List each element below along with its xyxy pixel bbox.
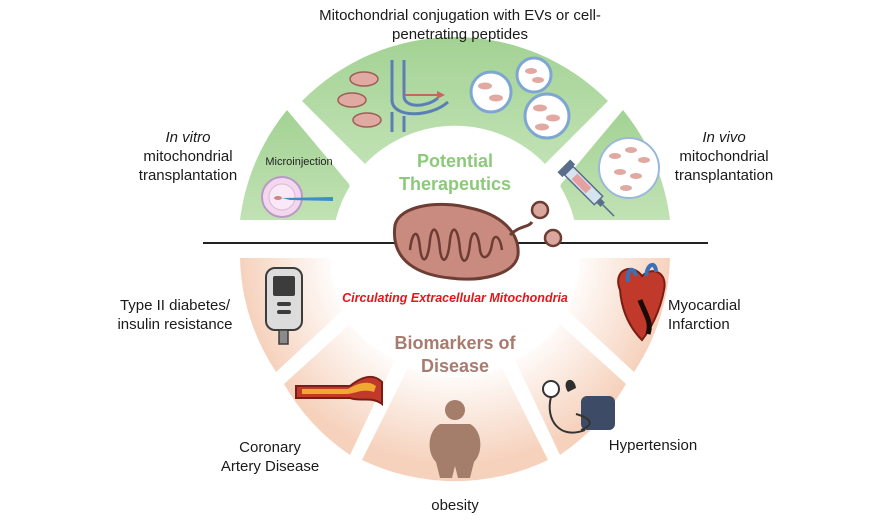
cad-line1: Coronary (239, 439, 301, 456)
conjugation-label-line1: Mitochondrial conjugation with EVs or ce… (319, 7, 601, 24)
conjugation-label-line2: penetrating peptides (392, 26, 528, 43)
hypertension-label: Hypertension (608, 437, 698, 454)
glucose-meter-icon (265, 267, 303, 345)
cad-label: Coronary Artery Disease (200, 438, 340, 476)
obesity-label: obesity (431, 497, 479, 514)
in-vitro-italic: In vitro (165, 129, 211, 146)
biomarkers-title-line1: Biomarkers of (394, 333, 516, 353)
biomarkers-title-line2: Disease (420, 356, 490, 376)
in-vivo-line2: mitochondrial (679, 148, 769, 165)
therapeutics-title-line2: Therapeutics (398, 174, 512, 194)
peptide-channel-icon (390, 60, 449, 132)
blood-pressure-icon (542, 379, 615, 434)
therapeutics-title: Potential Therapeutics (355, 150, 555, 196)
in-vivo-line3: transplantation (674, 167, 774, 184)
circulating-mitochondria-label: Circulating Extracellular Mitochondria (342, 291, 568, 305)
mi-line2: Infarction (668, 316, 730, 333)
central-mitochondrion-icon (392, 200, 563, 281)
in-vivo-label: In vivo mitochondrial transplantation (654, 128, 794, 185)
microinjection-cell-icon (261, 176, 333, 218)
diabetes-line2: insulin resistance (117, 316, 233, 333)
biomarkers-title: Biomarkers of Disease (350, 332, 560, 378)
heart-icon (617, 263, 666, 342)
syringe-icon (557, 137, 660, 217)
mitochondria-cluster-icon (337, 71, 382, 128)
in-vitro-label: In vitro mitochondrial transplantation (118, 128, 258, 185)
conjugation-label: Mitochondrial conjugation with EVs or ce… (295, 6, 625, 44)
extracellular-vesicle-icon (469, 56, 571, 140)
mi-label: Myocardial Infarction (668, 296, 778, 334)
microinjection-label: Microinjection (265, 156, 333, 168)
cad-line2: Artery Disease (220, 458, 320, 475)
in-vitro-line3: transplantation (138, 167, 238, 184)
artery-plaque-icon (295, 375, 383, 407)
body-silhouette-icon (429, 400, 481, 478)
mi-line1: Myocardial (668, 297, 741, 314)
in-vitro-line2: mitochondrial (143, 148, 233, 165)
in-vivo-italic: In vivo (702, 129, 746, 146)
therapeutics-title-line1: Potential (416, 151, 493, 171)
diabetes-line1: Type II diabetes/ (119, 297, 231, 314)
diabetes-label: Type II diabetes/ insulin resistance (100, 296, 250, 334)
